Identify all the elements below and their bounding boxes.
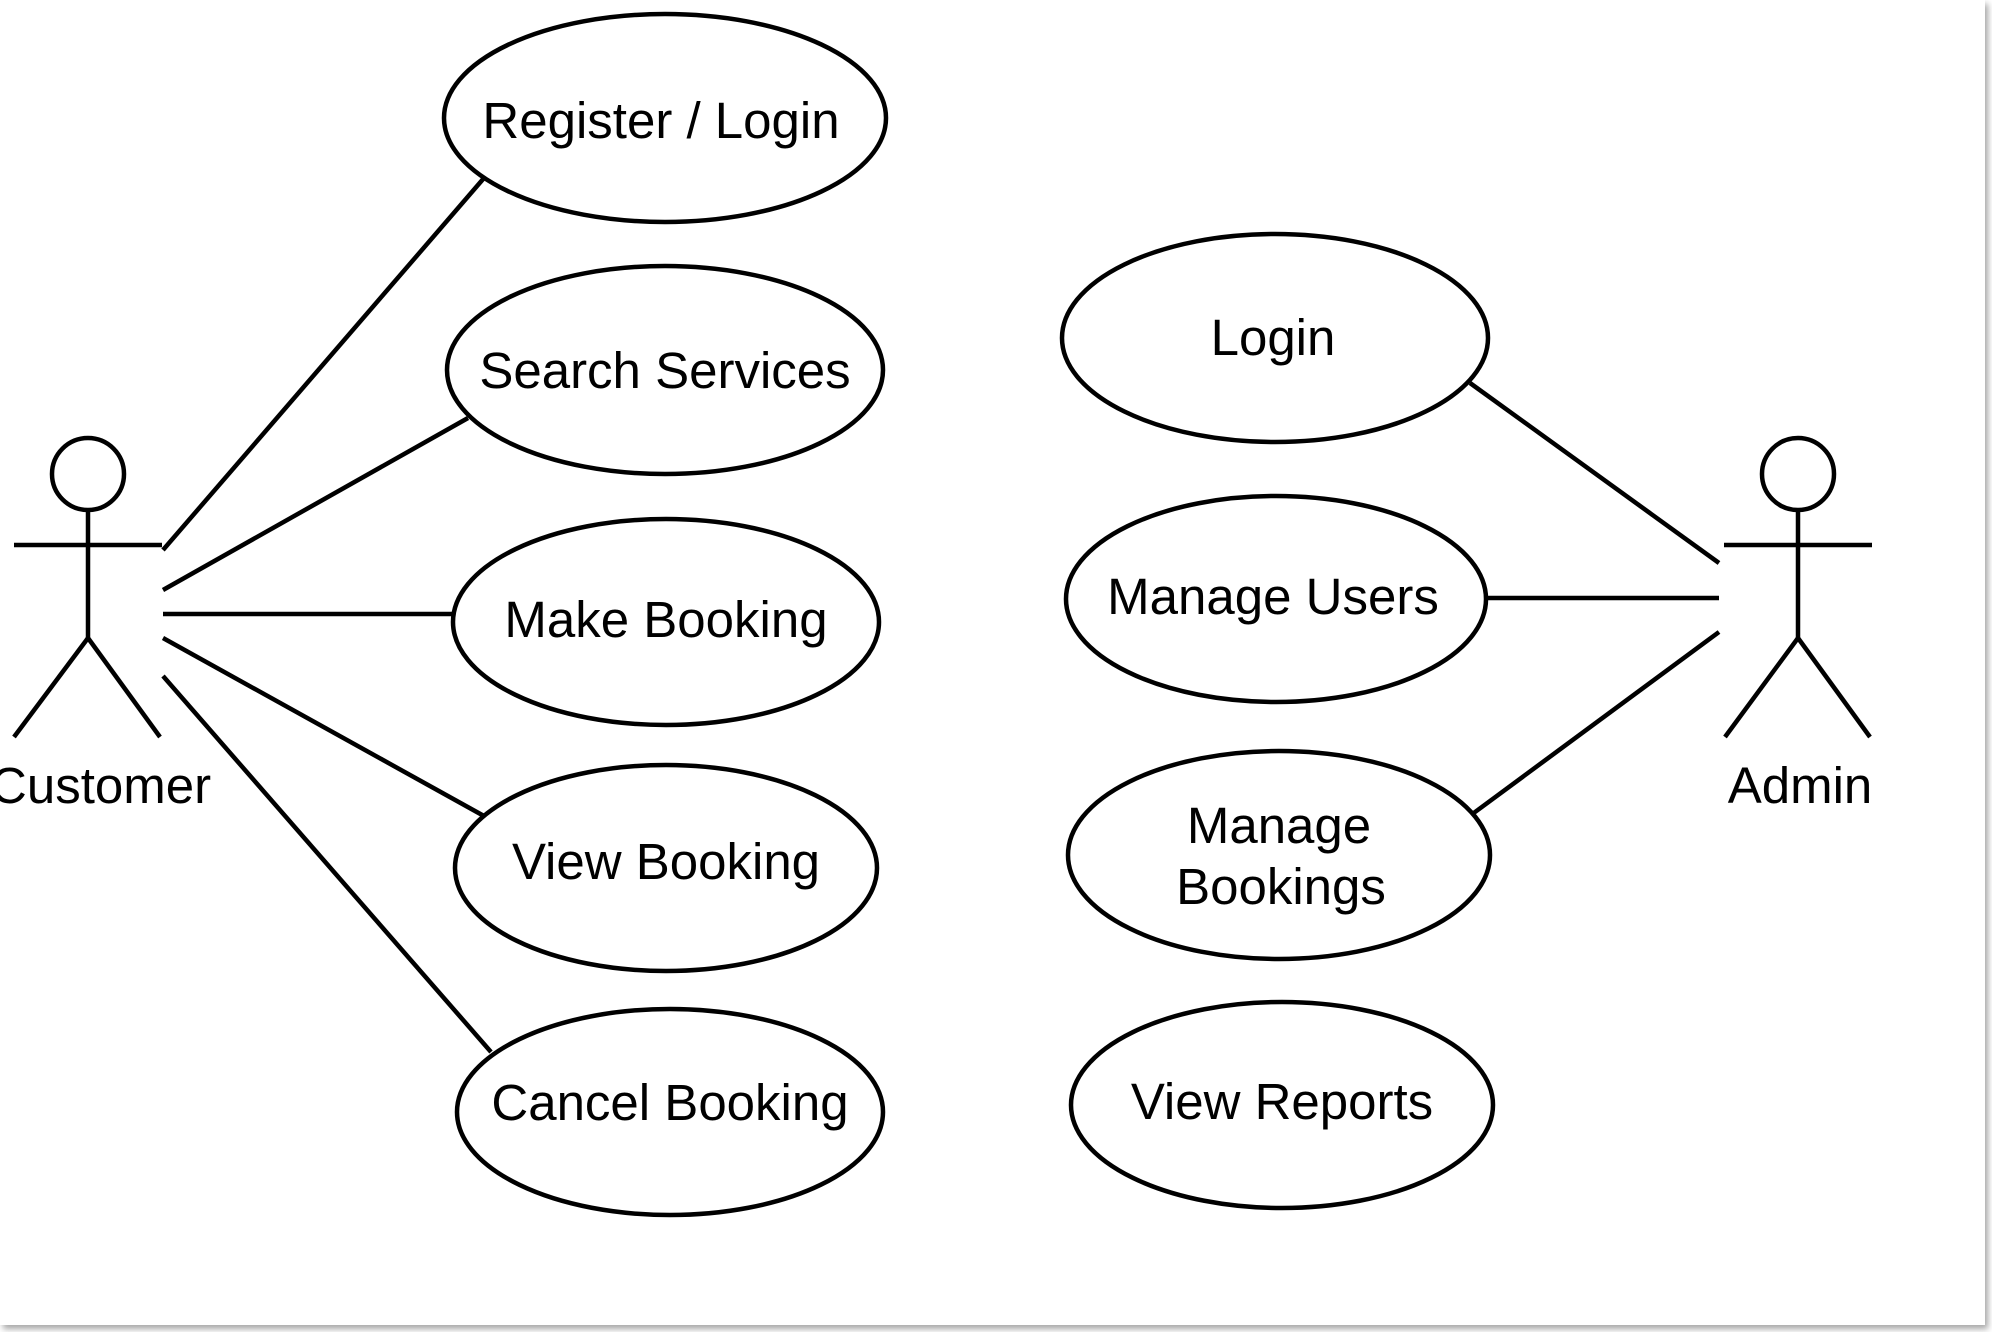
actor-customer <box>12 435 162 739</box>
actor-customer-head <box>49 435 127 513</box>
use-case-make-booking: Make Booking <box>450 516 882 728</box>
use-case-manage-users-label: Manage Users <box>1107 568 1439 625</box>
actor-admin <box>1723 435 1872 739</box>
use-case-search-services: Search Services <box>444 263 886 477</box>
actor-admin-left-leg <box>1723 636 1800 739</box>
associations <box>161 176 1721 1054</box>
use-case-manage-users: Manage Users <box>1063 493 1489 705</box>
actor-admin-label: Admin <box>1728 757 1873 814</box>
association-customer-search-services <box>161 416 470 592</box>
use-case-cancel-booking-ellipse <box>454 1006 886 1218</box>
use-case-manage-bookings-ellipse <box>1065 748 1493 962</box>
actor-customer-label: Customer <box>0 757 211 814</box>
use-case-manage-bookings-label-line-1: Manage <box>1187 797 1371 854</box>
association-admin-manage-bookings <box>1469 630 1721 817</box>
use-case-make-booking-ellipse <box>450 516 882 728</box>
use-case-register-login-label: Register / Login <box>482 92 839 149</box>
use-case-view-booking-ellipse <box>452 762 880 974</box>
use-case-admin-login-label: Login <box>1211 309 1336 366</box>
actor-admin-head <box>1759 435 1837 513</box>
actor-customer-right-leg <box>86 636 162 739</box>
use-case-make-booking-label: Make Booking <box>504 591 827 648</box>
use-case-search-services-label: Search Services <box>479 342 850 399</box>
use-case-manage-bookings-label-line-2: Bookings <box>1176 858 1386 915</box>
use-case-view-reports: View Reports <box>1068 999 1496 1211</box>
use-case-manage-bookings: Manage Bookings <box>1065 748 1493 962</box>
use-case-register-login: Register / Login <box>441 11 889 225</box>
actor-customer-left-leg <box>12 636 90 739</box>
use-case-register-login-ellipse <box>441 11 889 225</box>
use-case-view-booking: View Booking <box>452 762 880 974</box>
use-case-admin-login: Login <box>1059 231 1491 445</box>
use-case-search-services-ellipse <box>444 263 886 477</box>
association-customer-view-booking <box>161 636 486 818</box>
use-case-admin-login-ellipse <box>1059 231 1491 445</box>
association-admin-login <box>1468 381 1721 565</box>
use-case-cancel-booking: Cancel Booking <box>454 1006 886 1218</box>
use-case-view-booking-label: View Booking <box>512 833 820 890</box>
association-customer-register-login <box>161 176 486 552</box>
association-customer-cancel-booking <box>161 674 493 1054</box>
use-case-cancel-booking-label: Cancel Booking <box>491 1074 848 1131</box>
use-case-view-reports-ellipse <box>1068 999 1496 1211</box>
use-case-view-reports-label: View Reports <box>1131 1073 1433 1130</box>
use-case-manage-users-ellipse <box>1063 493 1489 705</box>
actor-admin-right-leg <box>1796 636 1872 739</box>
